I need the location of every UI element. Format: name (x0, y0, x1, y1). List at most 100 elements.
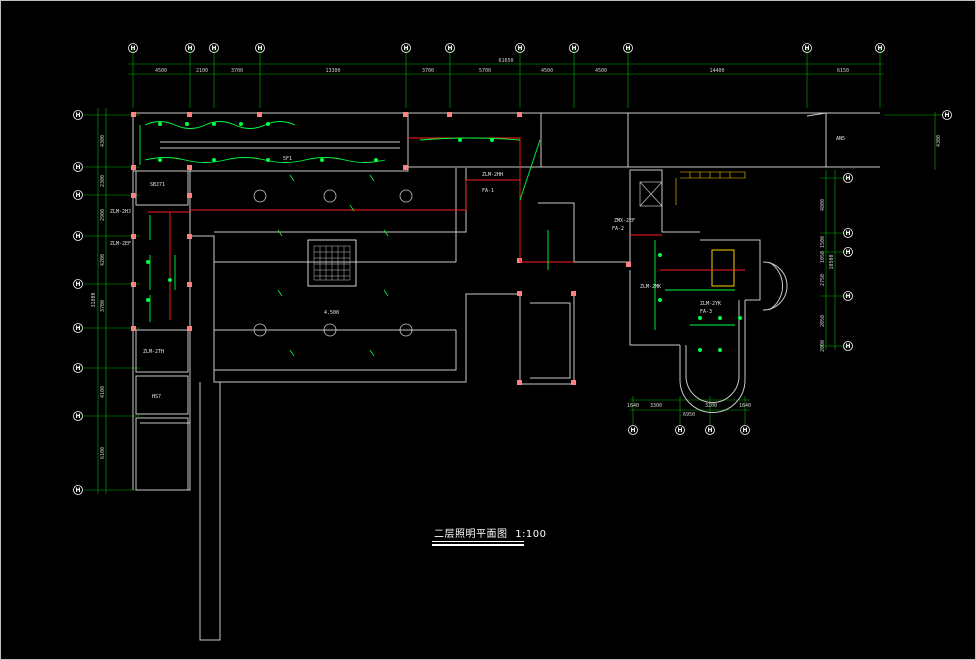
drawing-title: 二层照明平面图 1:100 (434, 525, 547, 540)
svg-text:H: H (257, 45, 262, 52)
ceiling-fixtures (253, 189, 413, 337)
svg-text:H: H (403, 45, 408, 52)
elevator-box (639, 181, 663, 207)
fixture-tag: FA-1 (482, 188, 494, 194)
svg-text:1500: 1500 (820, 236, 826, 248)
lighting-fixtures-green (139, 121, 735, 330)
svg-text:2000: 2000 (820, 340, 826, 352)
drawing-title-text: 二层照明平面图 (434, 529, 508, 540)
svg-text:H: H (130, 45, 135, 52)
svg-text:H: H (742, 427, 747, 434)
svg-text:6100: 6100 (100, 447, 106, 459)
svg-text:14400: 14400 (709, 68, 724, 74)
top-dimension-text: 61650 4500 2100 3700 13300 3700 5700 450… (155, 58, 849, 74)
svg-text:2900: 2900 (100, 209, 106, 221)
svg-text:H: H (75, 281, 80, 288)
svg-text:H: H (877, 45, 882, 52)
svg-text:H: H (845, 175, 850, 182)
svg-text:H: H (75, 365, 80, 372)
svg-text:3700: 3700 (231, 68, 243, 74)
svg-text:H: H (845, 230, 850, 237)
title-underline-thin (432, 541, 524, 542)
fixture-tag: FA-2 (612, 226, 624, 232)
svg-text:4300: 4300 (936, 135, 942, 147)
svg-text:H: H (845, 293, 850, 300)
svg-text:4200: 4200 (100, 254, 106, 266)
right-dimension-text: 4300 4800 1500 1050 2750 2050 2000 10500 (820, 135, 942, 352)
svg-text:4500: 4500 (155, 68, 167, 74)
svg-text:2100: 2100 (196, 68, 208, 74)
svg-text:H: H (845, 249, 850, 256)
grid-bubbles: H H H H H H H H H H H H H H H H H H H H H H H H H H H H H H (73, 43, 952, 495)
grid-axis-lines (84, 48, 945, 494)
svg-text:H: H (447, 45, 452, 52)
svg-text:10500: 10500 (829, 254, 835, 269)
svg-text:6150: 6150 (837, 68, 849, 74)
room-label-8: ZMX-2EF (614, 218, 635, 224)
svg-text:2750: 2750 (820, 274, 826, 286)
left-dimension-text: 31800 4300 2300 2900 4200 3700 4100 6100 (91, 135, 106, 459)
overall-left-dimension: 31800 (91, 292, 97, 307)
room-label-9: ZLM-2HH (482, 172, 503, 178)
columns (131, 112, 631, 385)
fixture-dots (146, 122, 742, 352)
drawing-scale: 1:100 (515, 529, 547, 540)
room-label-6: 5F1 (283, 156, 292, 162)
svg-text:H: H (75, 325, 80, 332)
room-label-3: ZLM-2EF (110, 241, 131, 247)
svg-text:H: H (187, 45, 192, 52)
svg-text:3700: 3700 (100, 300, 106, 312)
svg-text:H: H (804, 45, 809, 52)
fixture-tag: FA-3 (700, 309, 712, 315)
svg-text:4500: 4500 (595, 68, 607, 74)
svg-text:5700: 5700 (479, 68, 491, 74)
room-label-1: SBJ71 (150, 182, 165, 188)
svg-text:6950: 6950 (683, 412, 695, 418)
svg-text:H: H (75, 233, 80, 240)
fixture-legend-tags: FA-1 FA-2 FA-3 (482, 188, 712, 315)
room-annotations: SBJ71 HS7 ZLM-2EF ZLM-2HJ ZLM-2TH 5F1 4.… (110, 136, 845, 400)
svg-text:H: H (75, 487, 80, 494)
room-label-5: ZLM-2TH (143, 349, 164, 355)
svg-text:H: H (944, 112, 949, 119)
svg-text:13300: 13300 (325, 68, 340, 74)
svg-text:H: H (75, 192, 80, 199)
svg-text:3300: 3300 (650, 403, 662, 409)
svg-text:H: H (75, 413, 80, 420)
svg-text:H: H (677, 427, 682, 434)
svg-text:H: H (845, 343, 850, 350)
room-label-12: AN5 (836, 136, 845, 142)
room-label-10: ZLM-2MK (640, 284, 661, 290)
title-underline-thick (432, 544, 524, 546)
stair-area (675, 171, 746, 205)
overall-top-dimension: 61650 (498, 58, 513, 64)
svg-text:H: H (75, 164, 80, 171)
svg-text:2050: 2050 (820, 315, 826, 327)
svg-text:2300: 2300 (100, 175, 106, 187)
svg-text:1050: 1050 (820, 251, 826, 263)
svg-text:H: H (211, 45, 216, 52)
svg-text:4800: 4800 (820, 199, 826, 211)
room-label-11: ZLM-2YK (700, 301, 721, 307)
svg-text:H: H (517, 45, 522, 52)
svg-text:1640: 1640 (627, 403, 639, 409)
svg-text:1640: 1640 (739, 403, 751, 409)
bottom-right-dimension-text: 6950 1640 3300 3200 1640 (627, 403, 751, 418)
wiring-circuits (148, 137, 745, 320)
svg-text:H: H (571, 45, 576, 52)
svg-text:H: H (707, 427, 712, 434)
svg-text:4100: 4100 (100, 386, 106, 398)
svg-text:4500: 4500 (541, 68, 553, 74)
svg-text:H: H (75, 112, 80, 119)
room-label-4: ZLM-2HJ (110, 209, 131, 215)
light-grid-fixture (313, 245, 351, 281)
room-label-7: 4.500 (324, 310, 339, 316)
svg-text:H: H (630, 427, 635, 434)
svg-text:4300: 4300 (100, 135, 106, 147)
wall-fixture-marks (277, 174, 389, 357)
building-walls (132, 112, 880, 641)
svg-text:3200: 3200 (705, 403, 717, 409)
svg-text:3700: 3700 (422, 68, 434, 74)
svg-text:H: H (625, 45, 630, 52)
